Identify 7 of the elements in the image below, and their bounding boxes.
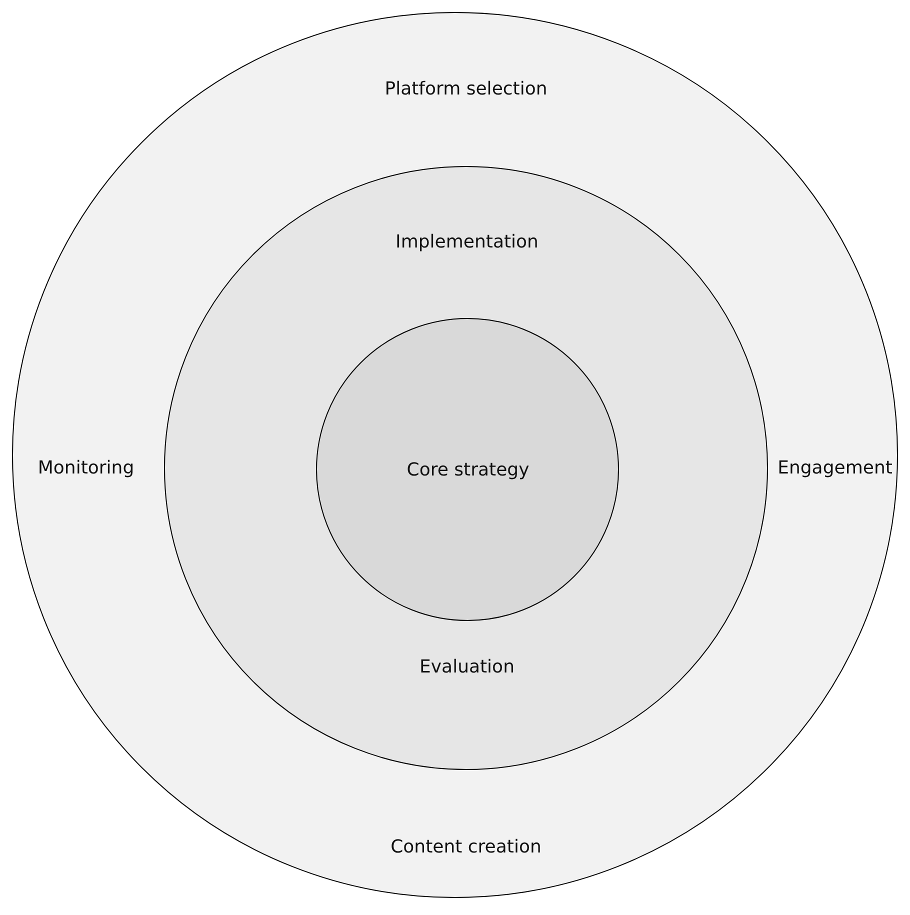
ring-label: Core strategy <box>406 460 530 480</box>
ring-label: Content creation <box>390 836 542 858</box>
ring-label: Engagement <box>778 458 892 478</box>
ring-label: Monitoring <box>38 458 134 478</box>
ring-label: Evaluation <box>420 656 514 678</box>
ring-label: Platform selection <box>384 78 548 100</box>
ring-label: Implementation <box>396 232 538 252</box>
